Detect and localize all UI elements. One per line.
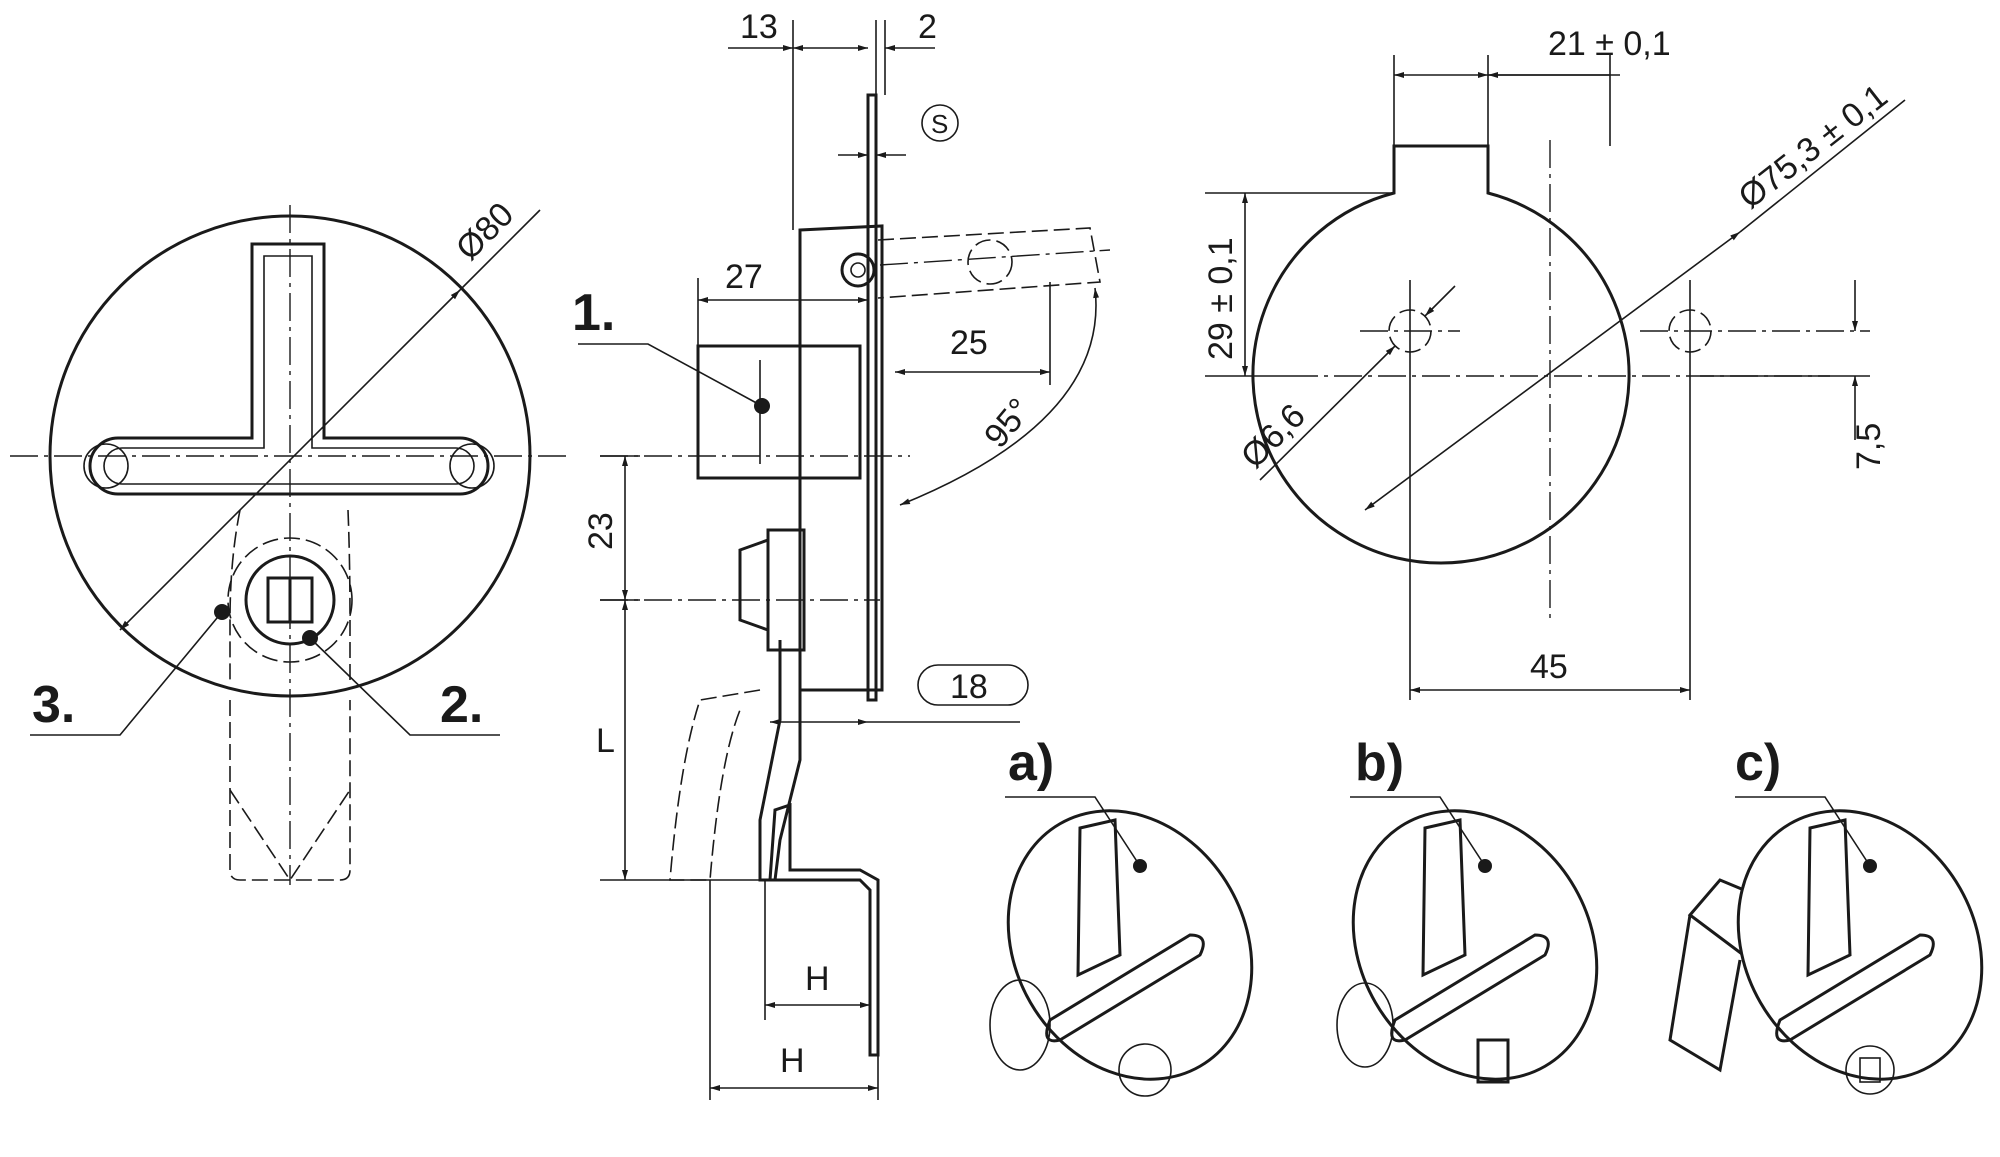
- variant-a-lock: [1118, 1043, 1172, 1097]
- dim-75: 7,5: [1850, 423, 1888, 470]
- mounting-plate: [866, 93, 878, 702]
- angle-95-arc: [899, 287, 1100, 506]
- variant-b-back: [1336, 982, 1394, 1068]
- dim-18-box: [917, 664, 1029, 706]
- variant-a: a): [989, 734, 1254, 1097]
- lock-housing: [798, 224, 884, 692]
- cam-outline-right: [347, 509, 351, 680]
- variant-a-handle: [1076, 818, 1122, 978]
- open-handle-centerline: [879, 249, 1111, 266]
- side-view: 13 2 S 27 25 95° 23 L 18: [572, 8, 1111, 1100]
- dia80-extension: [459, 209, 541, 291]
- open-handle-hole: [967, 239, 1013, 285]
- dim-2: 2: [918, 8, 937, 46]
- variant-b-body: [1351, 809, 1599, 1081]
- dim-29: 29 ± 0,1: [1202, 237, 1240, 360]
- dia66-label: Ø6,6: [1234, 397, 1313, 476]
- variant-c-body: [1736, 809, 1984, 1081]
- dim-25: 25: [950, 324, 988, 362]
- cam-hub: [766, 528, 806, 652]
- variant-c-handle: [1806, 818, 1852, 978]
- dim-s: S: [931, 109, 948, 139]
- dia753-extension: [1739, 99, 1906, 233]
- cam-lever-dashed: [669, 689, 761, 881]
- open-handle-dashed: [877, 227, 1101, 299]
- callout-1-label: 1.: [572, 284, 615, 342]
- tongue-taper: [229, 789, 351, 882]
- variant-c-label: c): [1735, 734, 1781, 792]
- tongue-dashed: [229, 700, 351, 881]
- variant-a-slot: [1045, 933, 1205, 1043]
- variant-a-leader: [1005, 796, 1141, 867]
- dia80-label: Ø80: [449, 195, 521, 267]
- variant-c-leader: [1735, 796, 1871, 867]
- variant-b-handle: [1421, 818, 1467, 978]
- callout-3-leader: [30, 611, 223, 736]
- variant-c-bracket-side: [1668, 914, 1742, 1073]
- callout-1-leader: [578, 343, 763, 407]
- cam-outline-left: [229, 509, 241, 680]
- callout-3-label: 3.: [32, 676, 75, 734]
- dia66-leader-b: [1424, 285, 1456, 317]
- bracket: [768, 802, 880, 1057]
- callout-2-leader: [309, 637, 500, 736]
- dim-27: 27: [725, 258, 763, 296]
- variant-b: b): [1336, 734, 1599, 1084]
- variant-b-leader: [1350, 796, 1486, 867]
- pivot-pin-inner: [850, 262, 866, 278]
- variant-b-lock: [1476, 1038, 1510, 1084]
- front-view: Ø80 3. 2.: [10, 195, 570, 885]
- dia80-leader: [119, 289, 461, 631]
- dim-L: L: [596, 722, 615, 760]
- cutout-view: 21 ± 0,1 Ø75,3 ± 0,1 29 ± 0,1 Ø6,6 7,5 4…: [1202, 25, 1906, 700]
- dia753-label: Ø75,3 ± 0,1: [1732, 77, 1895, 216]
- variant-c-lock: [1845, 1045, 1895, 1095]
- dim-13: 13: [740, 8, 778, 46]
- dim-18: 18: [950, 668, 988, 706]
- s-symbol-circle: [921, 104, 959, 142]
- t-handle-inner: [103, 255, 475, 485]
- dim-23: 23: [582, 512, 620, 550]
- dim-H1: H: [805, 960, 830, 998]
- cutout-outline: [1251, 144, 1631, 565]
- dim-45: 45: [1530, 648, 1568, 686]
- variant-a-label: a): [1008, 734, 1054, 792]
- angle-95: 95°: [977, 391, 1039, 455]
- handle-knob: [696, 344, 862, 480]
- variant-b-slot: [1390, 933, 1550, 1043]
- variant-c: c): [1668, 734, 1984, 1095]
- variant-a-back: [989, 979, 1051, 1071]
- dim-21: 21 ± 0,1: [1548, 25, 1671, 63]
- variant-c-key-slot: [1859, 1057, 1881, 1083]
- dia753-leader: [1364, 231, 1741, 511]
- dim-H2: H: [780, 1042, 805, 1080]
- cam-lever: [758, 640, 802, 882]
- callout-2-label: 2.: [440, 676, 483, 734]
- nut: [738, 537, 770, 633]
- variant-b-label: b): [1355, 734, 1404, 792]
- pivot-pin: [840, 252, 876, 288]
- variant-a-body: [1006, 809, 1254, 1081]
- variant-c-slot: [1775, 933, 1935, 1043]
- dia66-leader-a: [1259, 345, 1396, 481]
